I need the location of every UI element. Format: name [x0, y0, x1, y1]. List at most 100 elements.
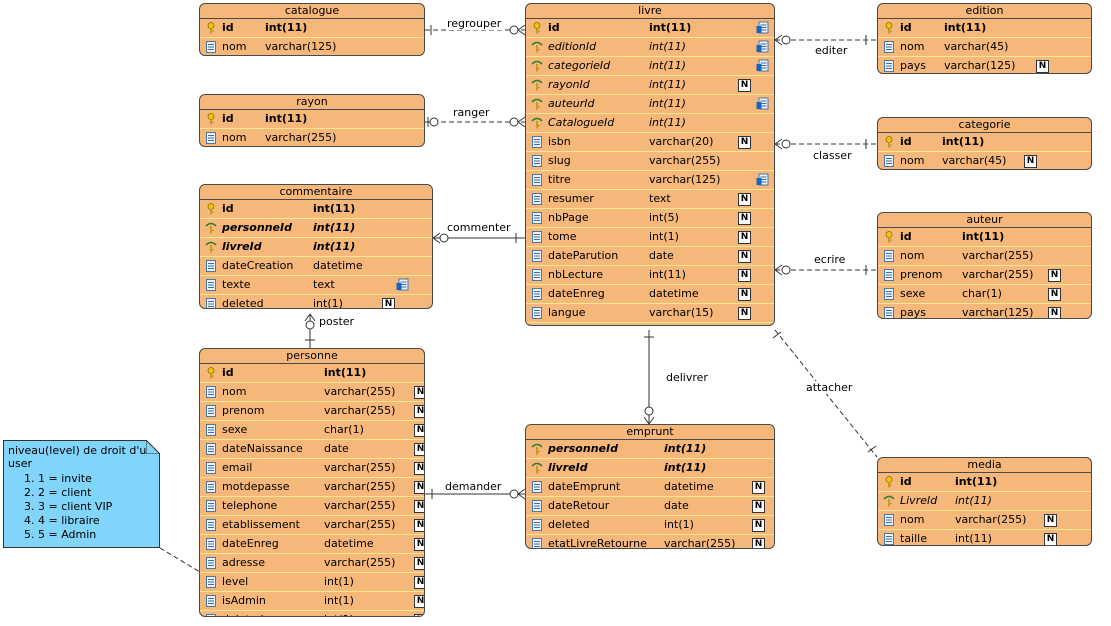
field-type: varchar(45) [942, 154, 1007, 167]
field-type: datetime [324, 537, 374, 550]
field-type: int(11) [955, 475, 998, 488]
field-name: langue [548, 306, 586, 319]
field-name: tome [548, 230, 577, 243]
field-name: sexe [900, 287, 926, 300]
nullable-badge-icon: N [414, 576, 424, 589]
foreign-key-icon [205, 222, 217, 234]
field-name: dateParution [548, 249, 619, 262]
key-icon [207, 367, 215, 379]
field-name: id [900, 135, 912, 148]
key-icon [885, 476, 893, 488]
field-name: etatLivreRetourne [548, 537, 647, 549]
field-type: varchar(125) [962, 306, 1034, 319]
field-row[interactable]: imgCouverturevarchar(45)N [526, 323, 774, 325]
field-name: CatalogueId [548, 116, 615, 129]
column-icon [206, 576, 216, 588]
nullable-badge-icon: N [738, 193, 751, 206]
index-icon [756, 173, 769, 186]
field-type: int(11) [649, 97, 686, 110]
field-name: sexe [222, 423, 248, 436]
field-name: dateEnreg [548, 287, 605, 300]
level-note[interactable]: niveau(level) de droit d'un user 1 = inv… [3, 440, 160, 548]
nullable-badge-icon: N [1036, 60, 1049, 73]
nullable-badge-icon: N [738, 136, 751, 149]
nullable-badge-icon: N [738, 250, 751, 263]
field-type: date [664, 499, 689, 512]
field-type: int(1) [649, 230, 679, 243]
key-icon [207, 203, 215, 215]
field-name: titre [548, 173, 571, 186]
